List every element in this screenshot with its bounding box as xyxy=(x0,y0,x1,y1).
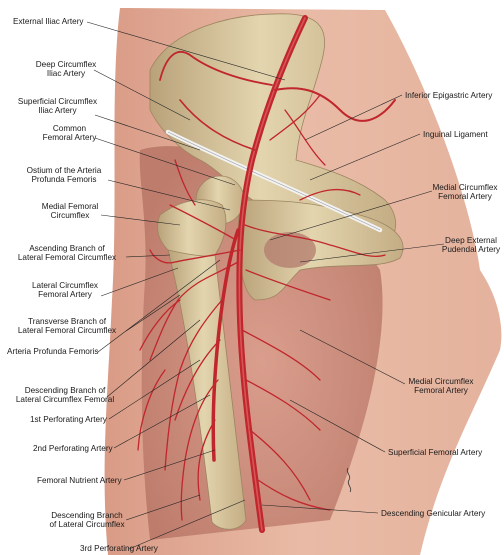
label-ascending-branch-lateral-femoral-circumflex: Ascending Branch of Lateral Femoral Circ… xyxy=(17,244,117,263)
label-descending-branch-lateral-circumflex-femoral: Descending Branch of Lateral Circumflex … xyxy=(15,386,115,405)
label-transverse-branch-lateral-femoral-circumflex: Transverse Branch of Lateral Femoral Cir… xyxy=(17,317,117,336)
label-lateral-circumflex-femoral-artery: Lateral Circumflex Femoral Artery xyxy=(32,281,98,300)
label-medial-circumflex-femoral-artery-upper: Medial Circumflex Femoral Artery xyxy=(432,183,498,202)
obturator-foramen xyxy=(264,232,316,268)
label-femoral-nutrient-artery: Femoral Nutrient Artery xyxy=(37,476,122,485)
label-arteria-profunda-femoris: Arteria Profunda Femoris xyxy=(7,347,99,356)
label-descending-genicular-artery: Descending Genicular Artery xyxy=(381,509,486,518)
artist-signature xyxy=(346,467,352,493)
label-external-iliac-artery: External Iliac Artery xyxy=(13,17,84,26)
label-common-femoral-artery: Common Femoral Artery xyxy=(42,124,97,143)
superficial-circumflex-iliac-artery xyxy=(179,99,256,151)
label-ostium-profunda-femoris: Ostium of the Arteria Profunda Femoris xyxy=(26,166,102,185)
ilium-bone xyxy=(149,13,397,246)
label-first-perforating-artery: 1st Perforating Artery xyxy=(30,415,107,424)
label-inguinal-ligament: Inguinal Ligament xyxy=(423,130,488,139)
leader-lines xyxy=(86,21,445,550)
label-superficial-femoral-artery: Superficial Femoral Artery xyxy=(388,448,483,457)
label-deep-circumflex-iliac-artery: Deep Circumflex Iliac Artery xyxy=(35,60,97,79)
label-descending-branch-lateral-circumflex: Descending Branch of Lateral Circumflex xyxy=(49,511,125,530)
label-medial-femoral-circumflex: Medial Femoral Circumflex xyxy=(41,202,99,221)
label-deep-external-pudendal-artery: Deep External Pudendal Artery xyxy=(441,236,501,255)
deep-circumflex-iliac-artery xyxy=(159,50,273,86)
label-second-perforating-artery: 2nd Perforating Artery xyxy=(33,444,113,453)
inferior-epigastric-artery xyxy=(274,87,396,122)
label-medial-circumflex-femoral-artery-lower: Medial Circumflex Femoral Artery xyxy=(408,377,474,396)
label-superficial-circumflex-iliac-artery: Superficial Circumflex Iliac Artery xyxy=(17,97,98,116)
label-third-perforating-artery: 3rd Perforating Artery xyxy=(80,544,158,553)
label-inferior-epigastric-artery: Inferior Epigastric Artery xyxy=(405,91,493,100)
